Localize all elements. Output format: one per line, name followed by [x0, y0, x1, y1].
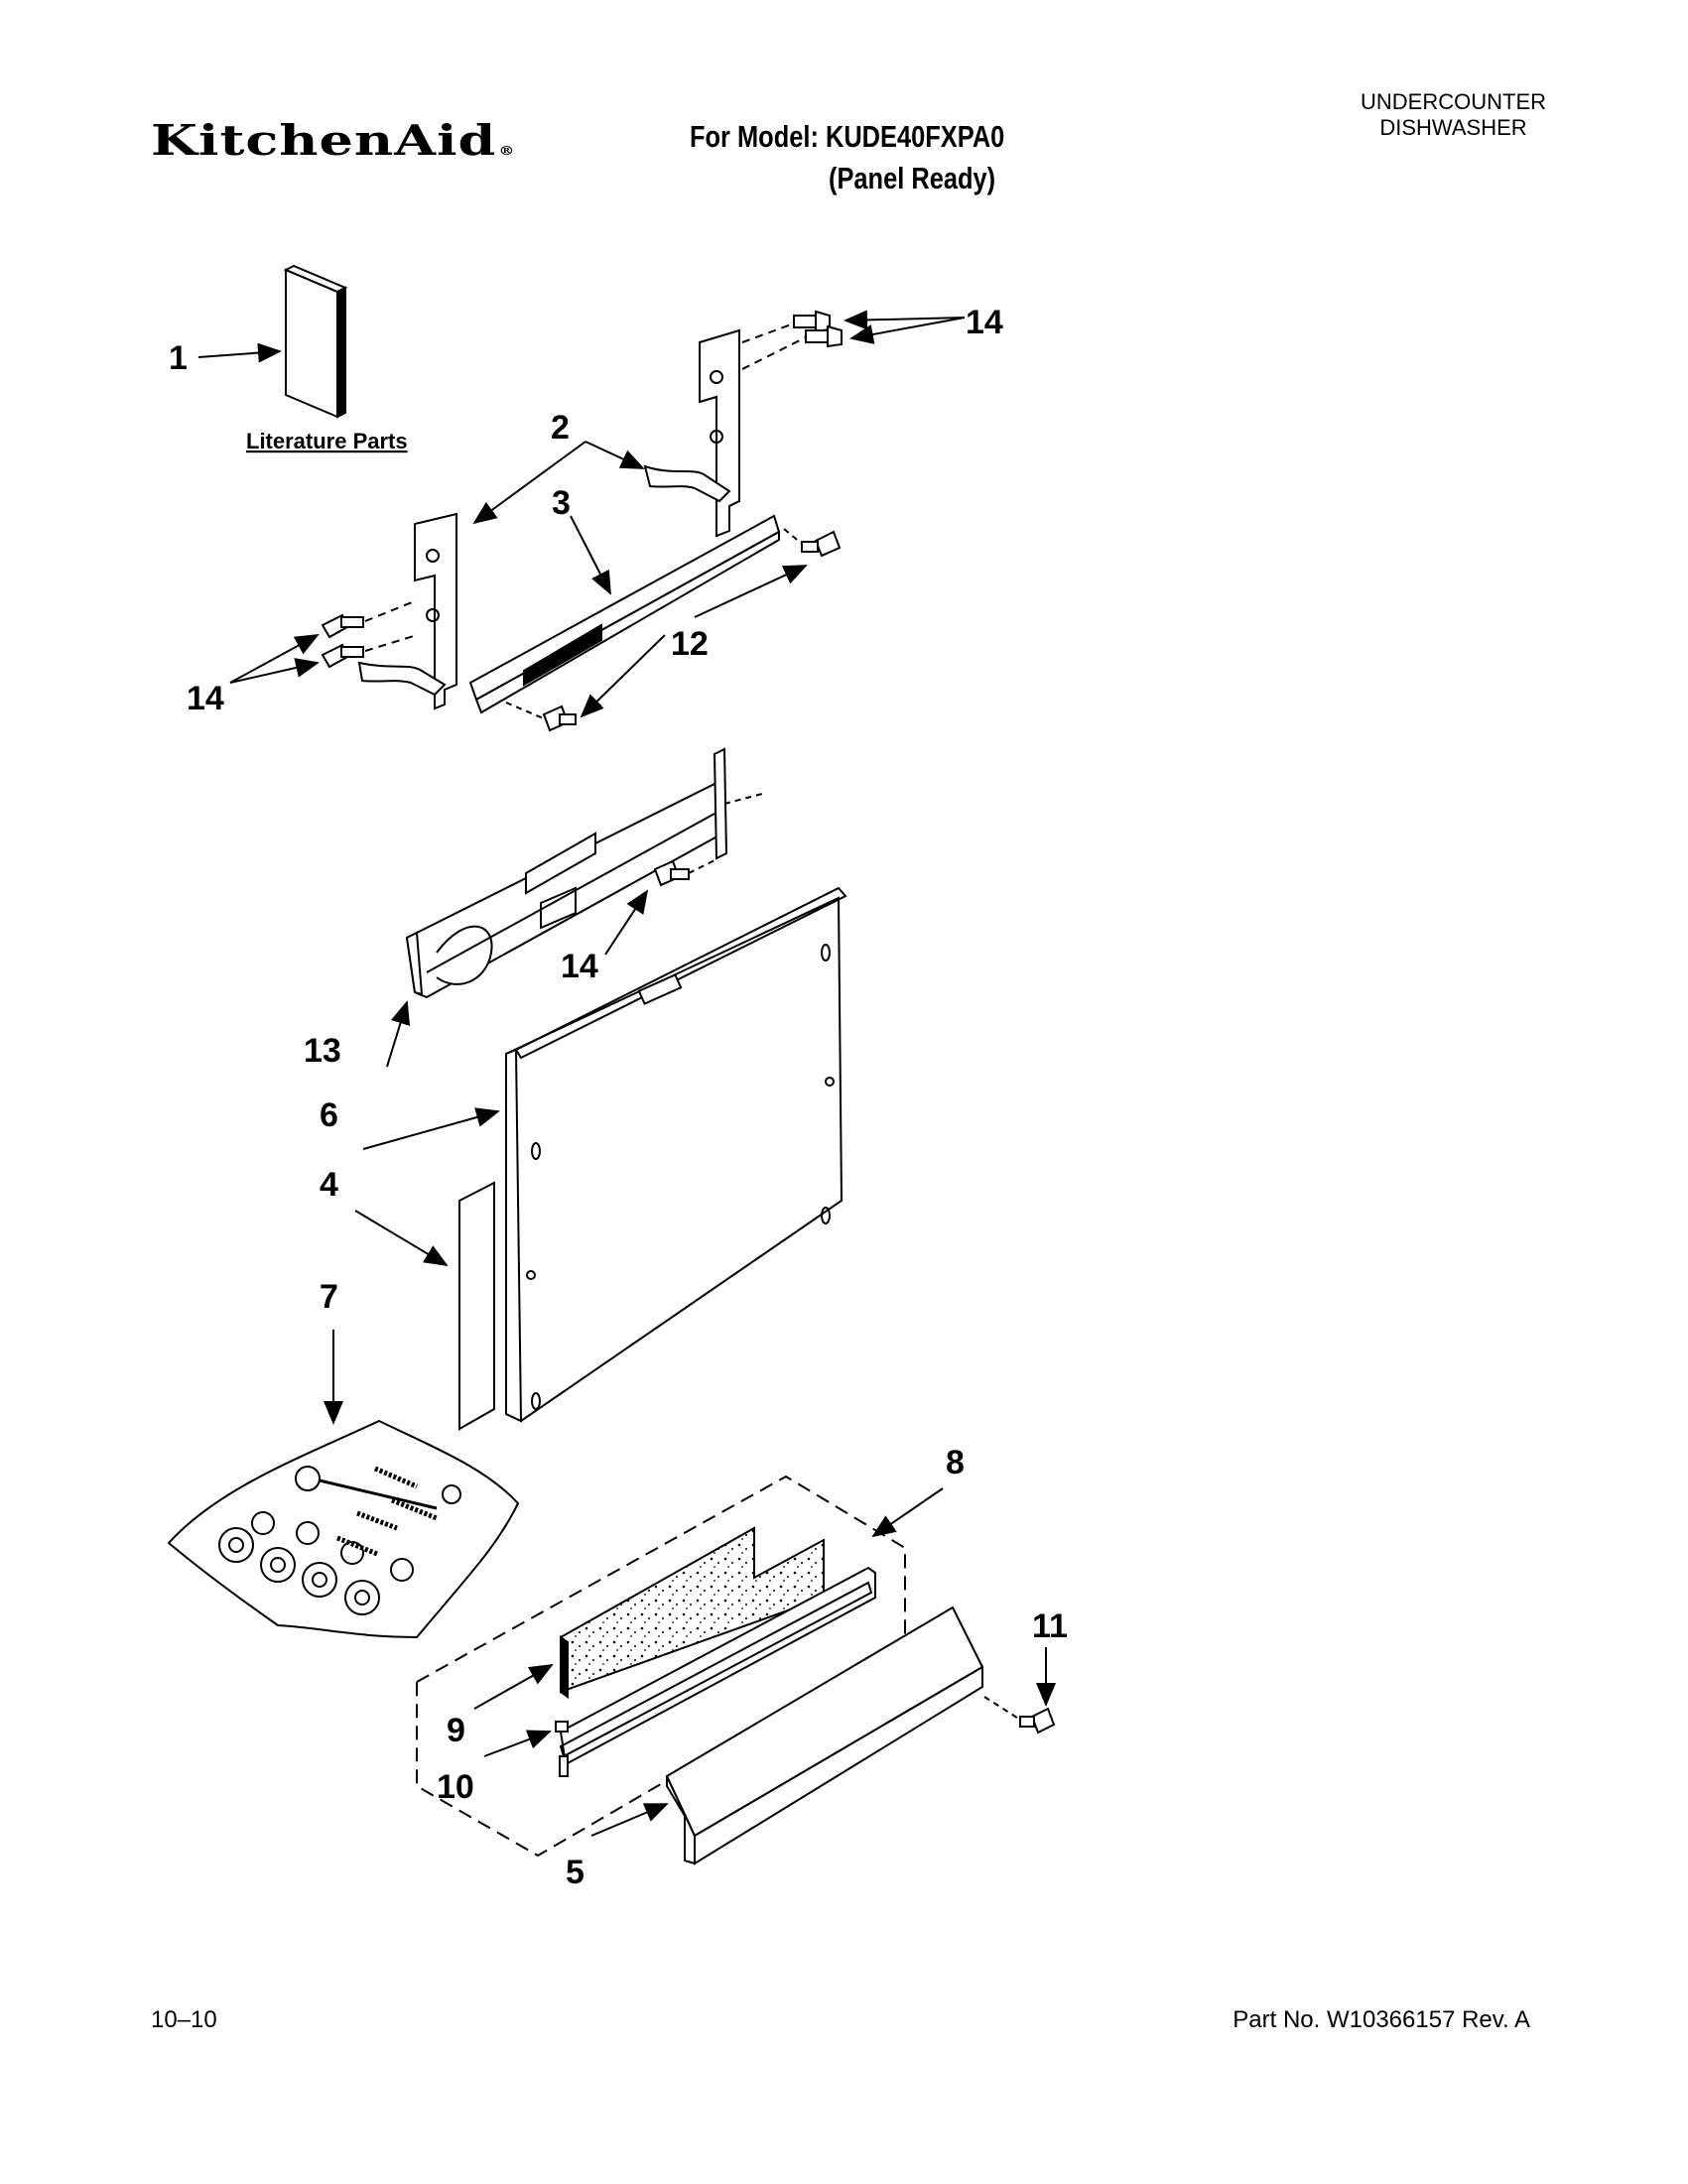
- mounting-bracket-right: [643, 328, 740, 538]
- callout-13: 13: [304, 1032, 341, 1070]
- callout-14-left: 14: [187, 680, 224, 717]
- callout-9: 9: [447, 1712, 465, 1749]
- clip-bracket: [555, 1566, 876, 1777]
- product-line-1: UNDERCOUNTER: [1361, 89, 1546, 114]
- screw-14-top-b: [805, 324, 843, 348]
- mounting-bracket-left: [357, 512, 457, 710]
- brand-name: KitchenAid: [151, 115, 497, 165]
- part-number: Part No. W10366157 Rev. A: [1233, 2006, 1530, 2033]
- callout-6: 6: [320, 1096, 338, 1134]
- screw-12-left: [542, 705, 577, 732]
- callout-11: 11: [1032, 1607, 1068, 1645]
- literature-booklet: [283, 264, 348, 419]
- screw-14-top-a: [793, 310, 831, 333]
- callout-2: 2: [551, 409, 570, 447]
- callout-14-middle: 14: [561, 948, 598, 985]
- callout-5: 5: [566, 1854, 584, 1891]
- mounting-rail: [468, 514, 781, 714]
- screw-11: [1019, 1707, 1056, 1734]
- screw-12-right: [801, 530, 842, 558]
- screw-14-left-a: [321, 613, 364, 639]
- model-variant: (Panel Ready): [829, 161, 996, 195]
- brand-logo: KitchenAid®: [151, 115, 515, 165]
- foam-pad: [560, 1526, 825, 1699]
- callout-3: 3: [552, 484, 571, 522]
- inner-door-panel: [505, 886, 847, 1423]
- hardware-bag: [167, 1419, 520, 1639]
- literature-parts-label: Literature Parts: [246, 429, 408, 453]
- control-assembly: [405, 747, 763, 999]
- callout-8: 8: [946, 1444, 965, 1481]
- registered-mark: ®: [498, 143, 516, 158]
- screw-14-middle: [653, 859, 690, 887]
- callout-1: 1: [169, 339, 188, 377]
- callout-4: 4: [320, 1166, 338, 1204]
- callout-14-top: 14: [966, 304, 1003, 341]
- callout-12: 12: [671, 625, 709, 663]
- product-line-2: DISHWASHER: [1379, 115, 1527, 140]
- callout-10: 10: [437, 1768, 474, 1806]
- revision-date: 10–10: [151, 2006, 217, 2033]
- model-number: For Model: KUDE40FXPA0: [690, 119, 1005, 154]
- callout-7: 7: [320, 1278, 338, 1316]
- screw-14-left-b: [321, 643, 364, 669]
- insulation-sheet: [458, 1181, 495, 1431]
- product-type: UNDERCOUNTER DISHWASHER: [1361, 89, 1546, 141]
- toe-kick-panel: [665, 1606, 984, 1865]
